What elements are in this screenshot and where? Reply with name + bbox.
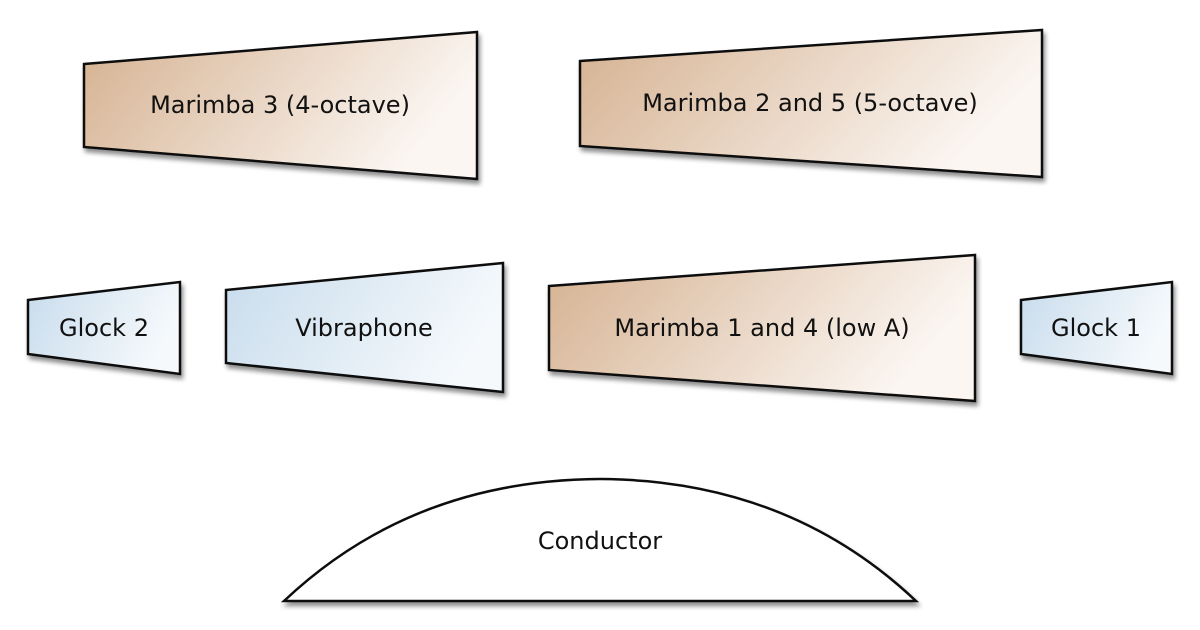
marimba-3: Marimba 3 (4-octave)	[82, 30, 479, 181]
conductor-label: Conductor	[538, 527, 662, 555]
marimba-3-shape	[82, 30, 479, 181]
vibraphone-label: Vibraphone	[295, 314, 432, 342]
marimba-2-5-label: Marimba 2 and 5 (5-octave)	[642, 89, 978, 117]
vibraphone: Vibraphone	[224, 261, 505, 394]
marimba-3-label: Marimba 3 (4-octave)	[150, 91, 410, 119]
glock-1: Glock 1	[1019, 280, 1174, 376]
marimba-2-5-shape	[578, 28, 1044, 179]
glock-2: Glock 2	[26, 280, 182, 376]
glock-2-label: Glock 2	[59, 314, 149, 342]
marimba-2-5: Marimba 2 and 5 (5-octave)	[578, 28, 1044, 179]
marimba-1-4-shape	[547, 253, 977, 403]
conductor-podium-shape	[280, 477, 920, 603]
vibraphone-shape	[224, 261, 505, 394]
glock-2-shape	[26, 280, 182, 376]
glock-1-shape	[1019, 280, 1174, 376]
marimba-1-4: Marimba 1 and 4 (low A)	[547, 253, 977, 403]
glock-1-label: Glock 1	[1051, 314, 1141, 342]
marimba-1-4-label: Marimba 1 and 4 (low A)	[614, 314, 909, 342]
conductor: Conductor	[280, 477, 920, 603]
